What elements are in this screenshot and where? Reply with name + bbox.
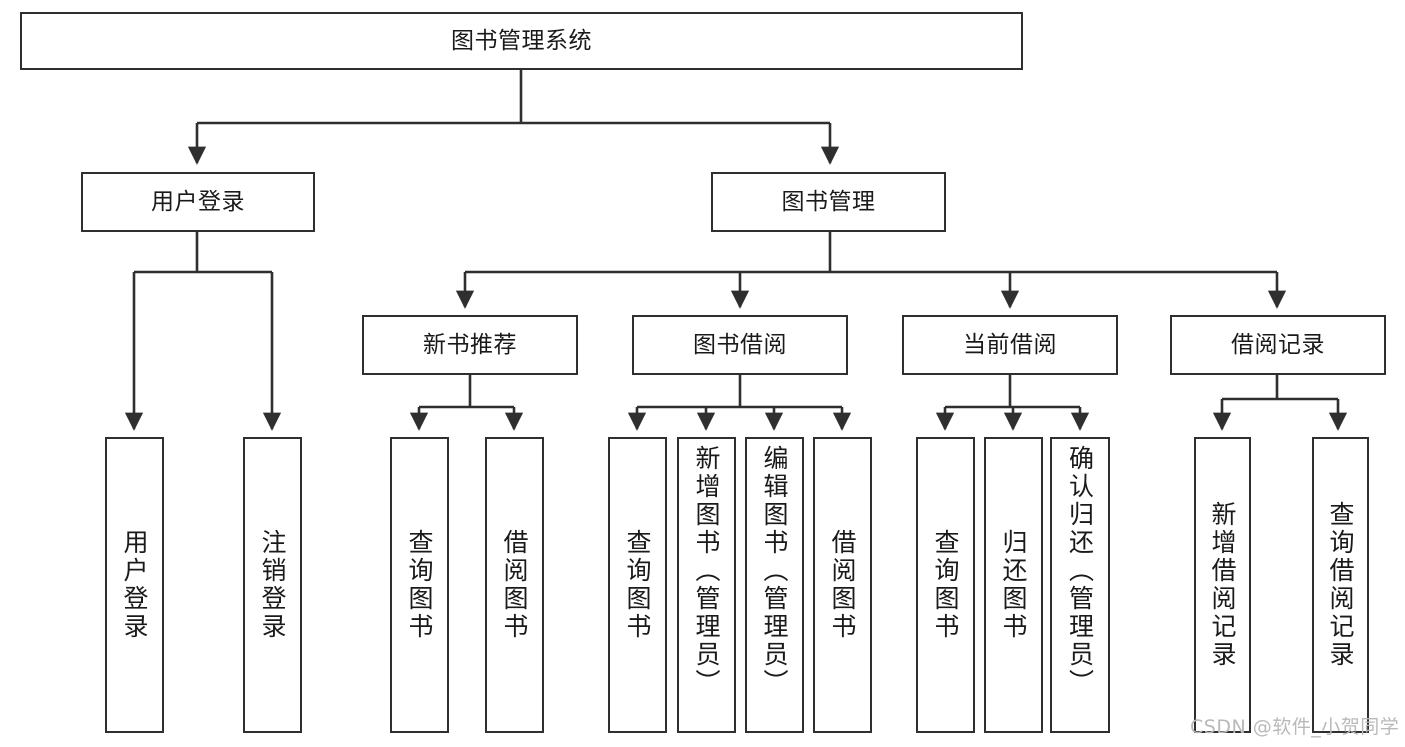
node-leaf-query-book-3-label: 查询图书 xyxy=(931,529,960,641)
node-leaf-return-book[interactable]: 归还图书 xyxy=(984,437,1043,733)
node-root-label: 图书管理系统 xyxy=(451,27,592,54)
node-root[interactable]: 图书管理系统 xyxy=(20,12,1023,70)
node-leaf-borrow-book-2[interactable]: 借阅图书 xyxy=(813,437,872,733)
node-borrow-record[interactable]: 借阅记录 xyxy=(1170,315,1386,375)
node-current-borrow[interactable]: 当前借阅 xyxy=(902,315,1118,375)
csdn-watermark: CSDN @软件_小贺同学 xyxy=(1190,716,1400,738)
node-user-login[interactable]: 用户登录 xyxy=(81,172,315,232)
node-new-book-recommend[interactable]: 新书推荐 xyxy=(362,315,578,375)
node-leaf-query-book-1-label: 查询图书 xyxy=(405,529,434,641)
node-leaf-borrow-book-1[interactable]: 借阅图书 xyxy=(485,437,544,733)
node-leaf-logout-login-label: 注销登录 xyxy=(258,529,287,641)
node-leaf-add-book-label: 新增图书（管理员） xyxy=(692,445,721,697)
node-leaf-borrow-book-1-label: 借阅图书 xyxy=(500,529,529,641)
node-leaf-query-book-1[interactable]: 查询图书 xyxy=(390,437,449,733)
node-leaf-borrow-book-2-label: 借阅图书 xyxy=(828,529,857,641)
node-book-management-label: 图书管理 xyxy=(781,188,876,215)
node-user-login-label: 用户登录 xyxy=(151,188,245,215)
node-leaf-confirm-return[interactable]: 确认归还（管理员） xyxy=(1050,437,1110,733)
node-leaf-query-book-2-label: 查询图书 xyxy=(623,529,652,641)
node-leaf-edit-book-label: 编辑图书（管理员） xyxy=(760,445,789,697)
node-leaf-user-login[interactable]: 用户登录 xyxy=(105,437,164,733)
node-borrow-record-label: 借阅记录 xyxy=(1231,331,1325,358)
node-leaf-query-book-3[interactable]: 查询图书 xyxy=(916,437,975,733)
node-leaf-query-record[interactable]: 查询借阅记录 xyxy=(1312,437,1369,733)
node-leaf-confirm-return-label: 确认归还（管理员） xyxy=(1065,445,1095,697)
node-leaf-edit-book[interactable]: 编辑图书（管理员） xyxy=(745,437,804,733)
node-new-book-recommend-label: 新书推荐 xyxy=(423,331,517,358)
node-leaf-add-record[interactable]: 新增借阅记录 xyxy=(1194,437,1251,733)
node-leaf-query-record-label: 查询借阅记录 xyxy=(1326,501,1355,669)
node-leaf-query-book-2[interactable]: 查询图书 xyxy=(608,437,667,733)
node-book-borrow[interactable]: 图书借阅 xyxy=(632,315,848,375)
node-leaf-add-record-label: 新增借阅记录 xyxy=(1208,501,1237,669)
node-book-management[interactable]: 图书管理 xyxy=(711,172,946,232)
node-leaf-logout-login[interactable]: 注销登录 xyxy=(243,437,302,733)
node-leaf-user-login-label: 用户登录 xyxy=(120,529,149,641)
node-current-borrow-label: 当前借阅 xyxy=(963,331,1057,358)
node-book-borrow-label: 图书借阅 xyxy=(693,331,787,358)
node-leaf-return-book-label: 归还图书 xyxy=(999,529,1028,641)
node-leaf-add-book[interactable]: 新增图书（管理员） xyxy=(677,437,736,733)
